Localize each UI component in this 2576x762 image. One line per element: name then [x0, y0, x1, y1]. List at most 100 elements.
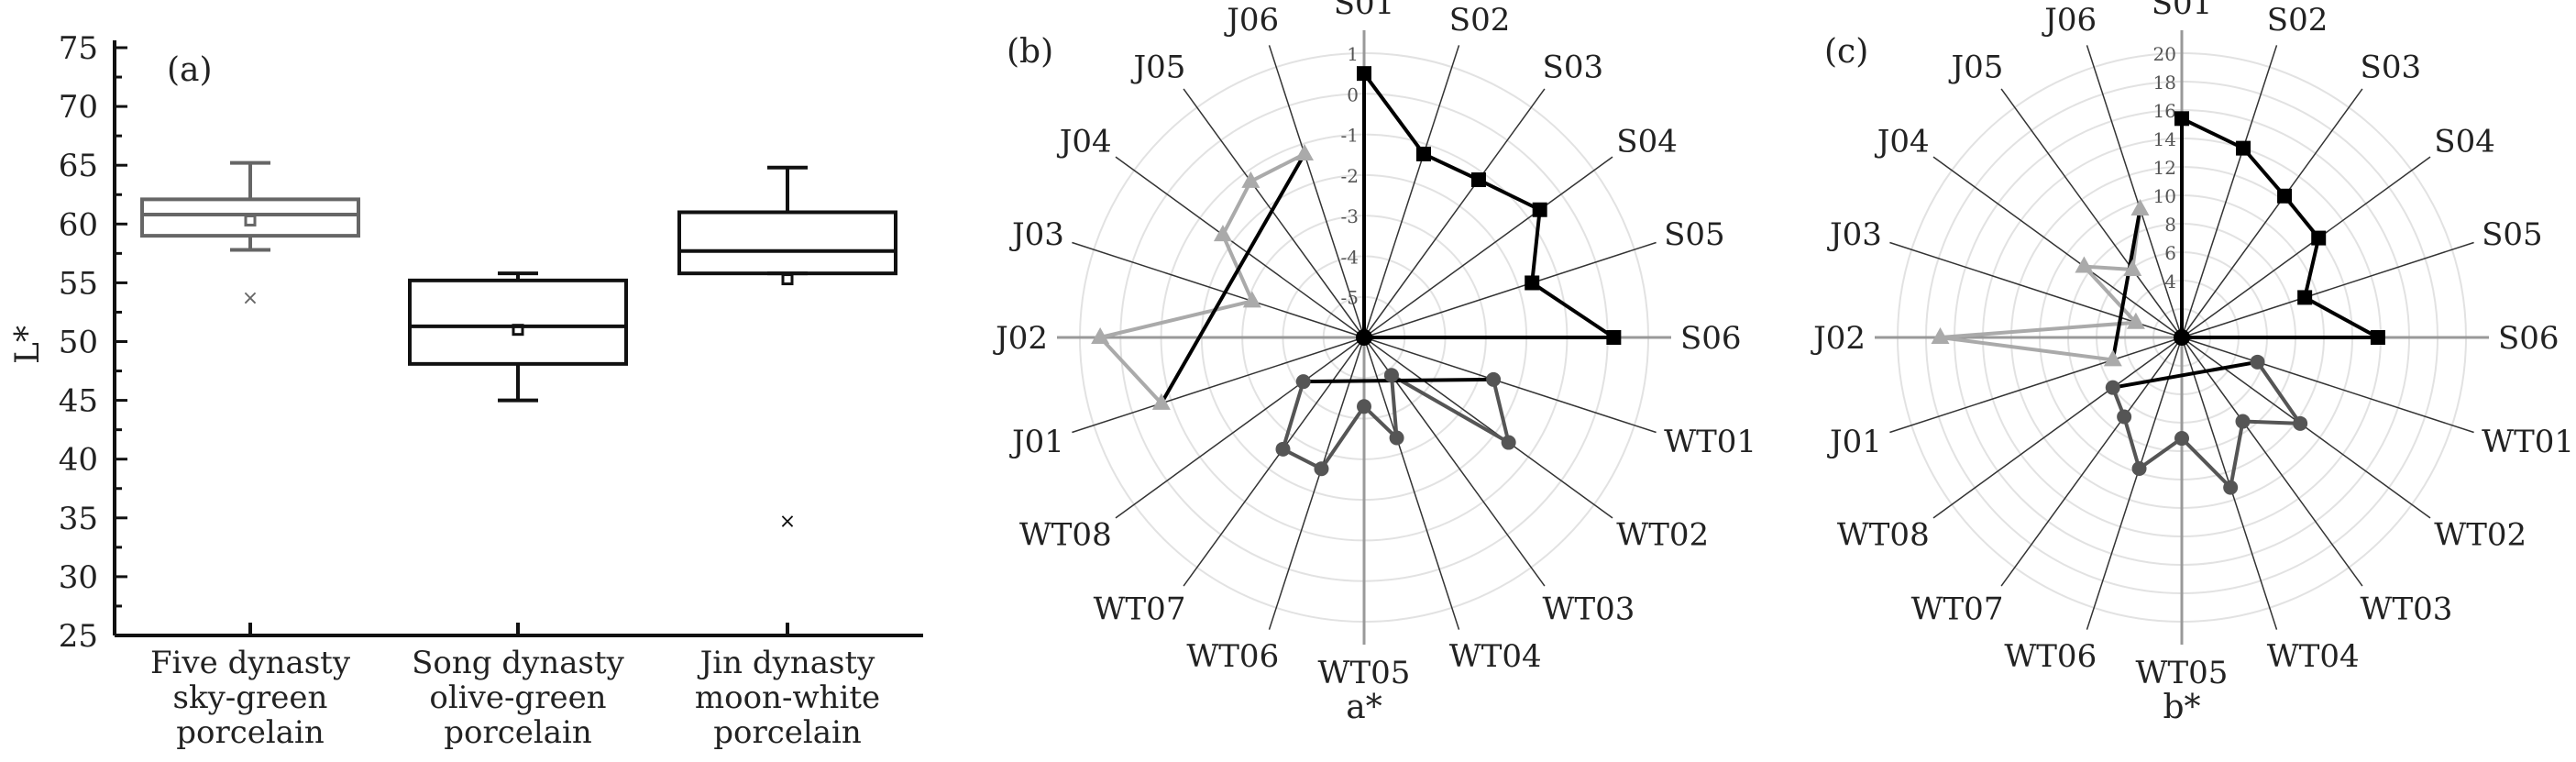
category-label: Jin dynasty — [698, 645, 875, 681]
axis-label-S05: S05 — [1664, 216, 1725, 253]
axis-spoke — [1363, 337, 1657, 434]
data-point-S — [1357, 66, 1371, 82]
data-point-WT — [1389, 430, 1404, 446]
y-tick-label: 55 — [59, 265, 98, 302]
axis-label-S03: S03 — [1543, 50, 1604, 86]
iqr-box — [408, 278, 628, 366]
axis-spoke — [1115, 156, 1365, 338]
axis-label-WT04: WT04 — [2267, 638, 2360, 675]
axis-label-WT08: WT08 — [1837, 517, 1930, 554]
radial-tick-label: -4 — [1341, 246, 1359, 268]
panel-label: (c) — [1824, 33, 1868, 71]
axis-spoke — [1183, 88, 1365, 338]
axis-spoke — [1363, 88, 1546, 338]
axis-label-S04: S04 — [1616, 123, 1678, 160]
axis-spoke — [1363, 156, 1613, 338]
data-point-S — [2370, 330, 2385, 345]
axis-label-J01: J01 — [1827, 424, 1882, 460]
axis-spoke — [1268, 337, 1365, 630]
data-point-WT — [1486, 371, 1502, 387]
mean-marker — [781, 273, 794, 286]
axis-label-J06: J06 — [1224, 2, 1279, 39]
axis-label-WT02: WT02 — [1616, 517, 1709, 554]
data-point-WT — [2117, 409, 2132, 425]
axis-label-S06: S06 — [1680, 320, 1742, 357]
axis-label-WT01: WT01 — [2482, 424, 2574, 460]
data-point-S — [2236, 140, 2251, 156]
axis-label-WT06: WT06 — [2004, 638, 2097, 675]
axis-label-WT03: WT03 — [1543, 591, 1635, 627]
axis-label-WT01: WT01 — [1664, 424, 1756, 460]
y-tick-label: 65 — [59, 148, 98, 184]
axis-spoke — [1932, 337, 2183, 519]
data-point-S — [2277, 188, 2293, 204]
series-closing-line-J — [2110, 208, 2142, 360]
data-point-WT — [1501, 435, 1516, 450]
y-tick-label: 45 — [59, 383, 98, 420]
axis-spoke — [2181, 337, 2474, 434]
axis-spoke — [2181, 88, 2363, 338]
data-point-WT — [2105, 380, 2120, 395]
data-point-WT — [2250, 354, 2265, 370]
data-point-WT — [1314, 461, 1329, 477]
data-point-J — [2075, 256, 2094, 273]
category-label: sky-green — [173, 679, 328, 716]
axis-label-J04: J04 — [1875, 123, 1930, 160]
axis-label-S02: S02 — [1449, 2, 1511, 39]
axis-spoke — [1072, 337, 1365, 434]
data-point-WT — [2293, 415, 2308, 431]
axis-title: a* — [1346, 689, 1382, 726]
data-point-S — [2311, 230, 2327, 246]
y-tick-label: 75 — [59, 30, 98, 67]
axis-label-J01: J01 — [1009, 424, 1064, 460]
radial-tick-label: 4 — [2164, 271, 2176, 293]
data-point-J — [2123, 260, 2142, 277]
data-point-J — [2126, 312, 2145, 329]
axis-label-J05: J05 — [1131, 50, 1186, 86]
data-point-J — [1241, 171, 1260, 188]
axis-spoke — [1115, 337, 1365, 519]
axis-label-WT06: WT06 — [1186, 638, 1279, 675]
mean-marker — [512, 324, 524, 337]
data-point-J — [1151, 392, 1171, 410]
axis-spoke — [2181, 45, 2278, 338]
y-tick-label: 30 — [59, 559, 98, 596]
axis-spoke — [2181, 337, 2363, 587]
axis-label-J05: J05 — [1949, 50, 2004, 86]
axis-spoke — [1363, 337, 1460, 630]
category-label: moon-white — [695, 679, 880, 716]
radial-tick-label: 20 — [2153, 43, 2176, 65]
data-point-J — [2103, 349, 2122, 367]
center-marker — [1356, 329, 1372, 346]
data-point-WT — [2174, 431, 2189, 447]
axis-spoke — [2000, 337, 2183, 587]
series-line-S — [2180, 116, 2380, 339]
outlier-marker: × — [242, 287, 259, 310]
axis-label-WT02: WT02 — [2434, 517, 2526, 554]
axis-spoke — [2086, 45, 2183, 338]
axis-label-S04: S04 — [2434, 123, 2495, 160]
radial-tick-label: 0 — [1347, 83, 1359, 105]
axis-label-S03: S03 — [2361, 50, 2422, 86]
axis-spoke — [1889, 337, 2183, 434]
iqr-box — [140, 197, 360, 238]
data-point-J — [1294, 143, 1314, 160]
data-point-WT — [1357, 399, 1371, 414]
axis-label-S02: S02 — [2267, 2, 2328, 39]
data-point-J — [1931, 327, 1950, 344]
axis-spoke — [1072, 241, 1365, 338]
y-tick-label: 60 — [59, 206, 98, 243]
category-label: porcelain — [713, 714, 862, 751]
mean-marker — [244, 214, 257, 226]
axis-label-J03: J03 — [1827, 216, 1882, 253]
category-label: porcelain — [176, 714, 325, 751]
category-label: Song dynasty — [412, 645, 624, 681]
y-tick-label: 50 — [59, 325, 98, 361]
data-point-S — [1525, 275, 1540, 291]
data-point-WT — [1295, 374, 1311, 390]
data-point-WT — [2223, 480, 2239, 495]
data-point-S — [1470, 172, 1486, 188]
